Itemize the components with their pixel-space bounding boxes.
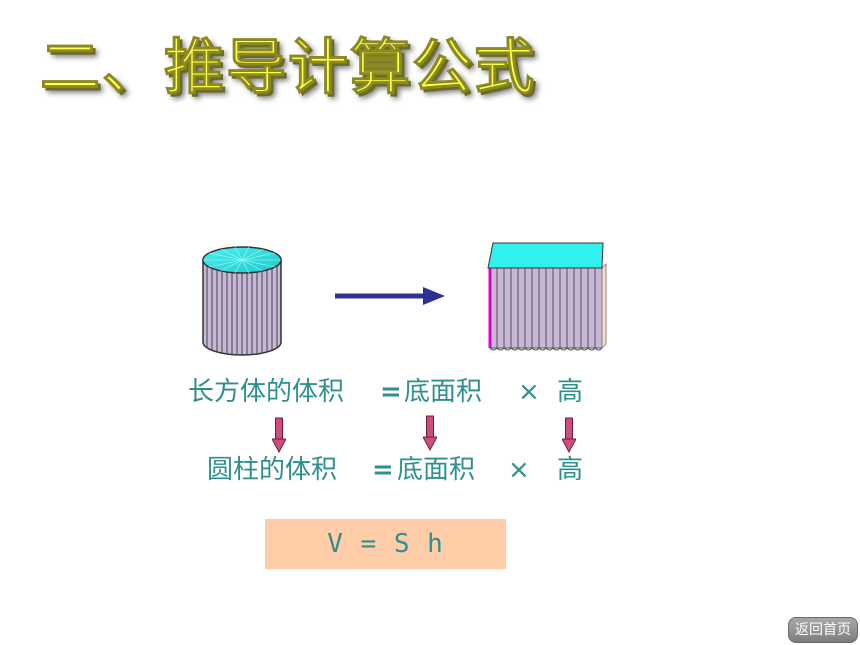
base-area-label: 底面积	[404, 377, 483, 407]
return-home-button[interactable]: 返回首页	[788, 617, 858, 643]
formula-box: V = S h	[265, 519, 506, 569]
cylinder-volume-label: 圆柱的体积	[207, 455, 338, 485]
cylinder-volume-row: 圆柱的体积 = 底面积 × 高	[0, 453, 860, 487]
times-sign: ×	[518, 377, 540, 407]
down-arrow-base-area	[423, 415, 437, 451]
height-label: 高	[557, 455, 584, 485]
cuboid-volume-label: 长方体的体积	[188, 377, 345, 407]
down-arrow-volume	[272, 417, 286, 453]
page-title: 二、推导计算公式	[40, 33, 536, 104]
down-arrow-height	[562, 417, 576, 453]
height-label: 高	[557, 377, 584, 407]
cuboid-figure	[487, 242, 607, 351]
equals-sign: =	[372, 455, 394, 485]
transform-arrow	[335, 287, 445, 305]
base-area-label: 底面积	[397, 455, 476, 485]
cylinder-figure	[202, 246, 282, 356]
cuboid-volume-row: 长方体的体积 = 底面积 × 高	[0, 375, 860, 409]
volume-formula: V = S h	[327, 529, 444, 559]
times-sign: ×	[508, 455, 530, 485]
equals-sign: =	[380, 377, 402, 407]
